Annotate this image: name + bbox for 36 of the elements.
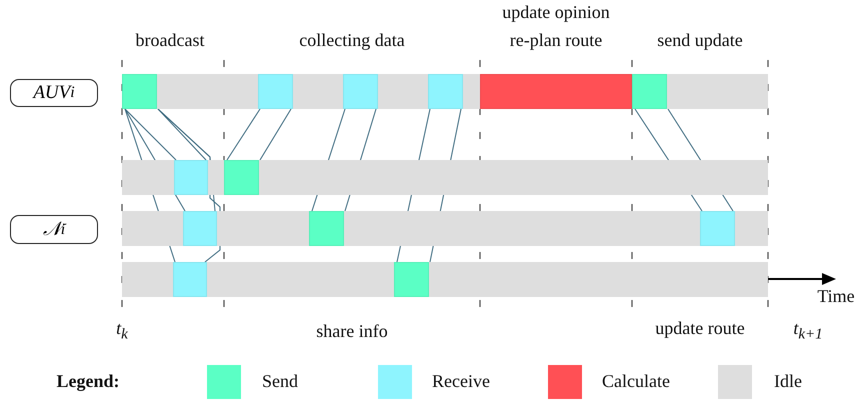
receive-block [183,211,217,246]
transmission-line [260,108,292,160]
send-block [224,160,259,195]
timeline-bar [122,74,768,109]
send-block [309,211,344,246]
legend-title: Legend: [56,371,120,392]
timeline-bar [122,160,768,195]
time-label: t$_{k}$ [116,318,128,344]
legend-label: Idle [774,371,802,392]
time-label: t$_{k+1}$ [793,318,823,344]
send-block [122,74,157,109]
receive-block [258,74,293,109]
timeline-bar [122,211,768,246]
receive-block [428,74,463,109]
phase-label: broadcast [136,30,204,51]
send-block [632,74,667,109]
legend-label: Calculate [602,371,670,392]
phase-label: send update [657,30,743,51]
legend-label: Send [262,371,298,392]
axis-label: Time [817,286,855,307]
timeline-bar [122,262,768,297]
receive-block [173,262,207,297]
phase-label: re-plan route [510,30,602,51]
receive-block [700,211,735,246]
phase-label: update route [655,318,745,339]
receive-block [174,160,208,195]
phase-label: collecting data [299,30,405,51]
transmission-line [158,108,206,160]
calculate-block [480,74,632,109]
transmission-line [226,108,260,160]
phase-label: share info [316,321,388,342]
legend-label: Receive [432,371,490,392]
send-block [394,262,429,297]
receive-block [343,74,378,109]
transmission-line [124,108,176,160]
phase-label: update opinion [502,2,610,23]
